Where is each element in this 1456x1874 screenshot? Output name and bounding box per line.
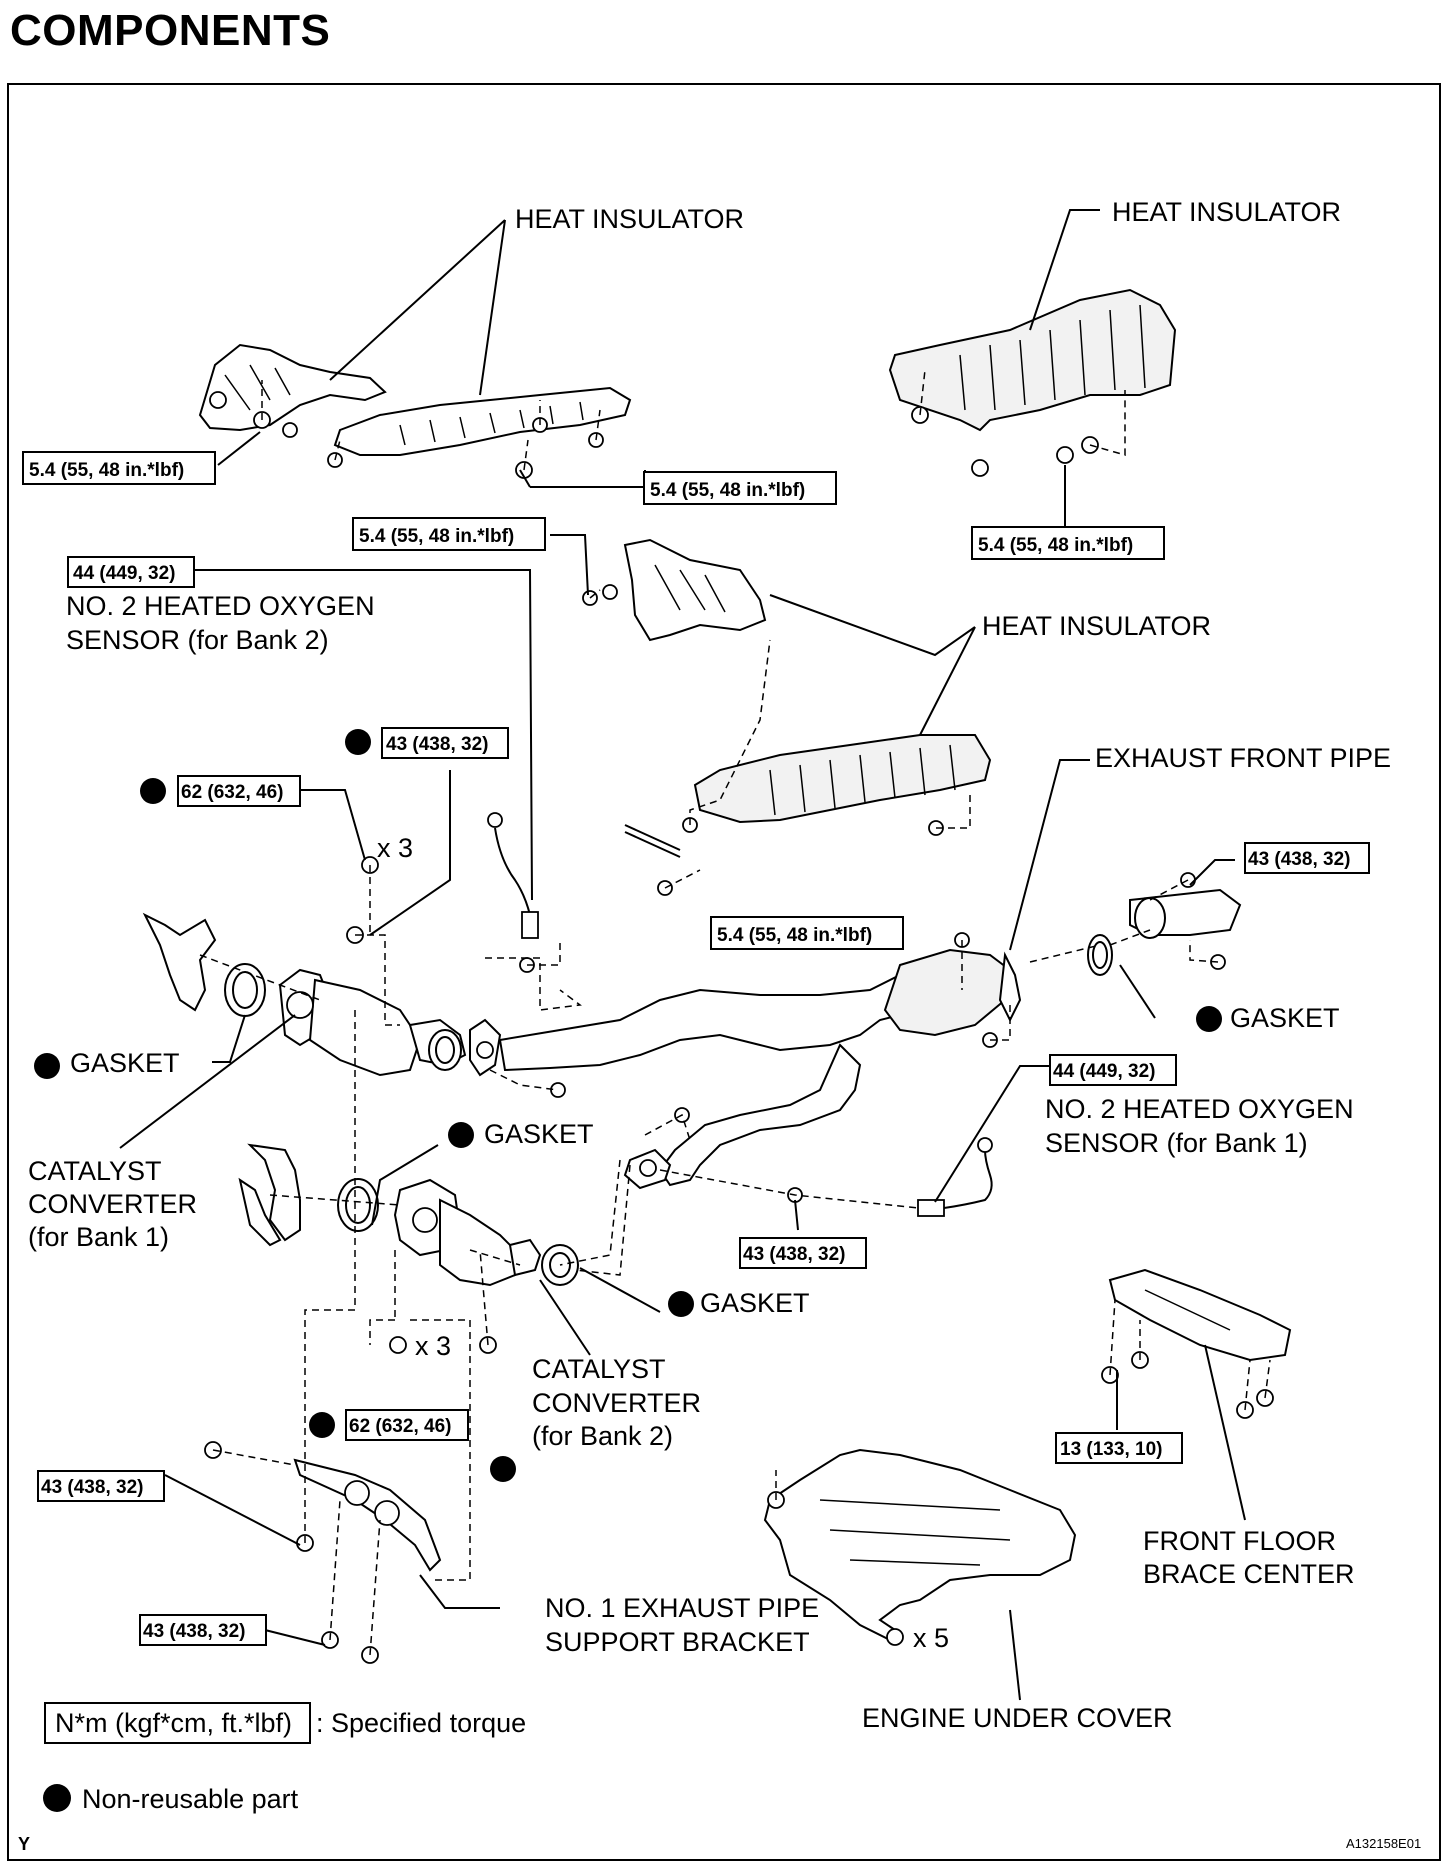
torque-value: 62 (632, 46) (181, 782, 283, 803)
heat-insulator-center-long (693, 734, 992, 824)
quantity-x3-lower: x 3 (415, 1331, 451, 1361)
nonreusable-marker (345, 729, 371, 755)
torque-value: 5.4 (55, 48 in.*lbf) (717, 925, 872, 946)
nonreusable-marker (309, 1412, 335, 1438)
engine-under-cover-label: ENGINE UNDER COVER (862, 1703, 1173, 1733)
quantity-x3-upper: x 3 (377, 833, 413, 863)
heat-insulator-right-top (888, 288, 1177, 432)
catalyst-bank1-label-line2: CONVERTER (28, 1189, 197, 1219)
heat-insulator-label-3: HEAT INSULATOR (982, 611, 1211, 641)
exhaust-pipe-flange-rear (1129, 888, 1242, 939)
torque-value: 44 (449, 32) (73, 563, 175, 584)
nonreusable-marker (490, 1456, 516, 1482)
torque-box-15: 43 (438, 32) (139, 1614, 267, 1646)
torque-value: 62 (632, 46) (349, 1416, 451, 1437)
sensor-bank2-label-line2: SENSOR (for Bank 2) (66, 625, 329, 655)
exhaust-front-pipe (469, 948, 1022, 1190)
figure-id: A132158E01 (1346, 1836, 1421, 1851)
torque-value: 13 (133, 10) (1060, 1439, 1162, 1460)
catalyst-bank1-label-line3: (for Bank 1) (28, 1222, 169, 1252)
torque-box-2: 5.4 (55, 48 in.*lbf) (643, 471, 837, 505)
heat-insulator-left-small (198, 343, 387, 432)
diagram-frame (7, 83, 1441, 1861)
footer-left-mark: Y (18, 1834, 30, 1854)
catalyst-bank2-label-line3: (for Bank 2) (532, 1421, 673, 1451)
heat-insulator-label-2: HEAT INSULATOR (1112, 197, 1341, 227)
torque-box-4: 5.4 (55, 48 in.*lbf) (352, 517, 546, 551)
gasket-label-mid: GASKET (484, 1119, 594, 1149)
torque-value: 5.4 (55, 48 in.*lbf) (359, 526, 514, 547)
torque-value: 5.4 (55, 48 in.*lbf) (29, 460, 184, 481)
torque-box-1: 5.4 (55, 48 in.*lbf) (22, 451, 216, 485)
brace-label-line1: FRONT FLOOR (1143, 1526, 1336, 1556)
nonreusable-marker (1196, 1006, 1222, 1032)
legend-torque-key: N*m (kgf*cm, ft.*lbf) (55, 1708, 292, 1738)
oxygen-sensor-bank2 (487, 812, 539, 939)
torque-box-12: 62 (632, 46) (345, 1409, 469, 1441)
front-floor-brace-center (1108, 1268, 1292, 1362)
torque-box-6: 44 (449, 32) (67, 556, 195, 588)
gasket-ring-5 (1087, 934, 1113, 976)
torque-box-14: 13 (133, 10) (1055, 1432, 1183, 1464)
nonreusable-marker (448, 1122, 474, 1148)
brace-label-line2: BRACE CENTER (1143, 1559, 1355, 1589)
heat-insulator-center-small (623, 538, 767, 642)
torque-value: 43 (438, 32) (386, 734, 488, 755)
catalyst-bank2-label-line1: CATALYST (532, 1354, 666, 1384)
torque-box-9: 43 (438, 32) (1244, 842, 1370, 874)
torque-box-3: 5.4 (55, 48 in.*lbf) (971, 526, 1165, 560)
torque-box-13: 43 (438, 32) (37, 1470, 165, 1502)
torque-box-11: 43 (438, 32) (739, 1237, 867, 1269)
torque-value: 5.4 (55, 48 in.*lbf) (650, 480, 805, 501)
torque-box-7: 43 (438, 32) (381, 727, 509, 759)
gasket-ring-2 (428, 1029, 462, 1071)
sensor-bank1-label-line2: SENSOR (for Bank 1) (1045, 1128, 1308, 1158)
exhaust-pipe-support-bracket (293, 1458, 442, 1572)
exhaust-manifold-flange-upper (142, 912, 217, 1012)
legend-torque-desc: : Specified torque (316, 1708, 526, 1738)
torque-value: 43 (438, 32) (743, 1244, 845, 1265)
legend-nonreusable: Non-reusable part (43, 1784, 299, 1814)
exhaust-front-pipe-label: EXHAUST FRONT PIPE (1095, 743, 1391, 773)
nonreusable-legend-dot (43, 1784, 71, 1812)
catalyst-bank2-label-line2: CONVERTER (532, 1388, 701, 1418)
torque-value: 44 (449, 32) (1053, 1061, 1155, 1082)
exhaust-manifold-flange-lower (238, 1143, 301, 1247)
torque-value: 43 (438, 32) (143, 1621, 245, 1642)
torque-value: 43 (438, 32) (1248, 849, 1350, 870)
gasket-label-left: GASKET (70, 1048, 180, 1078)
nonreusable-marker (140, 778, 166, 804)
page-title: COMPONENTS (10, 6, 331, 55)
torque-box-10: 44 (449, 32) (1049, 1054, 1177, 1086)
sensor-bank1-label-line1: NO. 2 HEATED OXYGEN (1045, 1094, 1354, 1124)
torque-value: 43 (438, 32) (41, 1477, 143, 1498)
sensor-wire-center (624, 824, 681, 858)
catalyst-bank1-label-line1: CATALYST (28, 1156, 162, 1186)
torque-box-5: 5.4 (55, 48 in.*lbf) (710, 916, 904, 950)
oxygen-sensor-bank1 (917, 1137, 993, 1217)
nonreusable-marker (668, 1291, 694, 1317)
leader-lines (119, 209, 1246, 1701)
heat-insulator-label-1: HEAT INSULATOR (515, 204, 744, 234)
bracket-label-line2: SUPPORT BRACKET (545, 1627, 810, 1657)
torque-value: 5.4 (55, 48 in.*lbf) (978, 535, 1133, 556)
gasket-ring-3 (337, 1178, 379, 1232)
bracket-label-line1: NO. 1 EXHAUST PIPE (545, 1593, 819, 1623)
legend-nonreusable-desc: Non-reusable part (82, 1784, 299, 1814)
quantity-x5: x 5 (913, 1623, 949, 1653)
gasket-label-low: GASKET (700, 1288, 810, 1318)
engine-under-cover (763, 1448, 1077, 1642)
catalyst-converter-bank2 (393, 1178, 542, 1287)
gasket-label-right: GASKET (1230, 1003, 1340, 1033)
sensor-bank2-label-line1: NO. 2 HEATED OXYGEN (66, 591, 375, 621)
nonreusable-marker (34, 1053, 60, 1079)
heat-insulator-left-long (333, 386, 632, 456)
torque-box-8: 62 (632, 46) (177, 775, 301, 807)
legend-specified-torque: N*m (kgf*cm, ft.*lbf) : Specified torque (44, 1702, 526, 1744)
